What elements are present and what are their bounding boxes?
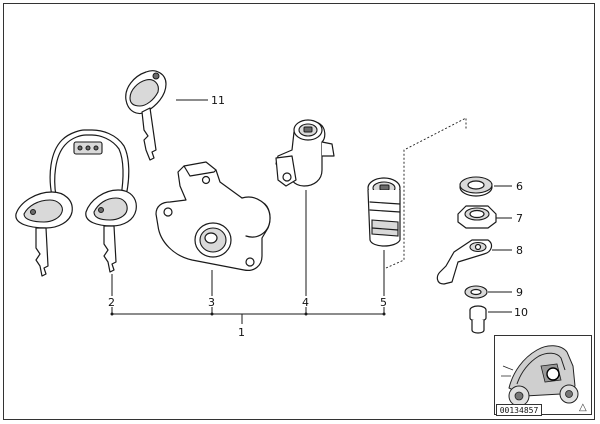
corner-triangle-mark: △ [579, 402, 587, 413]
assembly-guide [385, 117, 467, 269]
ignition-lock-icon[interactable] [155, 161, 271, 296]
nut-icon[interactable] [457, 205, 512, 229]
screw-icon[interactable] [469, 305, 512, 334]
callout-6[interactable]: 6 [516, 180, 523, 193]
diagram-id-label: 00134857 [496, 404, 542, 416]
callout-1[interactable]: 1 [238, 326, 245, 339]
key-icon[interactable] [125, 70, 208, 161]
callout-11[interactable]: 11 [211, 94, 225, 107]
lock-cylinder-icon[interactable] [367, 177, 401, 296]
callout-7[interactable]: 7 [516, 212, 523, 225]
vehicle-inset[interactable] [494, 335, 592, 415]
scooter-icon [501, 345, 579, 407]
callout-10[interactable]: 10 [514, 306, 528, 319]
callout-5[interactable]: 5 [380, 296, 387, 309]
callout-2[interactable]: 2 [108, 296, 115, 309]
callout-4[interactable]: 4 [302, 296, 309, 309]
washer-icon-small[interactable] [464, 285, 512, 299]
key-pair-icon[interactable] [15, 129, 137, 296]
diagram-frame [3, 3, 595, 420]
callout-3[interactable]: 3 [208, 296, 215, 309]
callout-9[interactable]: 9 [516, 286, 523, 299]
group-bracket [110, 307, 386, 324]
washer-icon[interactable] [459, 176, 512, 197]
lock-lever-icon[interactable] [436, 239, 512, 285]
callout-8[interactable]: 8 [516, 244, 523, 257]
seat-lock-icon[interactable] [275, 119, 335, 296]
